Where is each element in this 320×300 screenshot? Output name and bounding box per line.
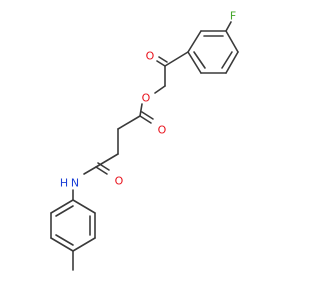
bond-ring1-f [187,30,202,53]
bond-ch2-ester-o [154,85,166,94]
atom-label-fluorine: F [230,10,236,23]
bond-ring1-inner-b [221,51,233,69]
atom-label-ketone-oxygen: O [146,50,155,63]
molecule-structure: F O O O O N H [50,10,239,271]
bond-chain-1 [117,115,141,130]
atom-label-ester-carbonyl-oxygen: O [158,124,167,137]
tolyl-ring [50,199,96,252]
bond-ketone-double-b [158,56,168,63]
amide-group [72,162,110,201]
bond-ring2-inner-c [55,205,74,217]
fluorophenyl-ring [187,30,239,74]
bond-ring1-e [187,51,202,74]
bond-ester-double-a [139,115,152,124]
bond-chain-3 [95,153,119,168]
bond-ring1-carbonyl [164,51,189,67]
atom-label-ester-oxygen: O [142,92,151,105]
atom-label-amide-oxygen: O [115,175,124,188]
atom-label-amide-nitrogen: N [71,177,79,190]
bond-ring2-inner-b [55,234,74,246]
bond-ester-double-b [141,111,154,120]
bond-ring1-c [225,51,239,74]
bond-ring2-f [50,199,74,214]
bond-ring2-d [50,237,74,252]
atom-label-amide-hydrogen: H [60,177,68,190]
ester-group [139,103,154,124]
bond-ring1-inner-c [193,51,206,69]
bond-c-f [225,21,232,32]
bond-ketone-double-a [156,60,166,67]
bond-amide-c-n [83,166,97,175]
carbon-chain [95,115,141,168]
bond-ring2-c [72,237,96,252]
bond-ring2-a [72,199,96,214]
bond-ester-o-carbon [139,103,143,117]
bond-ring1-b [225,30,239,53]
bond-amide-double-b [97,162,110,171]
bond-amide-double-a [95,166,108,175]
ketone-group [154,51,189,94]
